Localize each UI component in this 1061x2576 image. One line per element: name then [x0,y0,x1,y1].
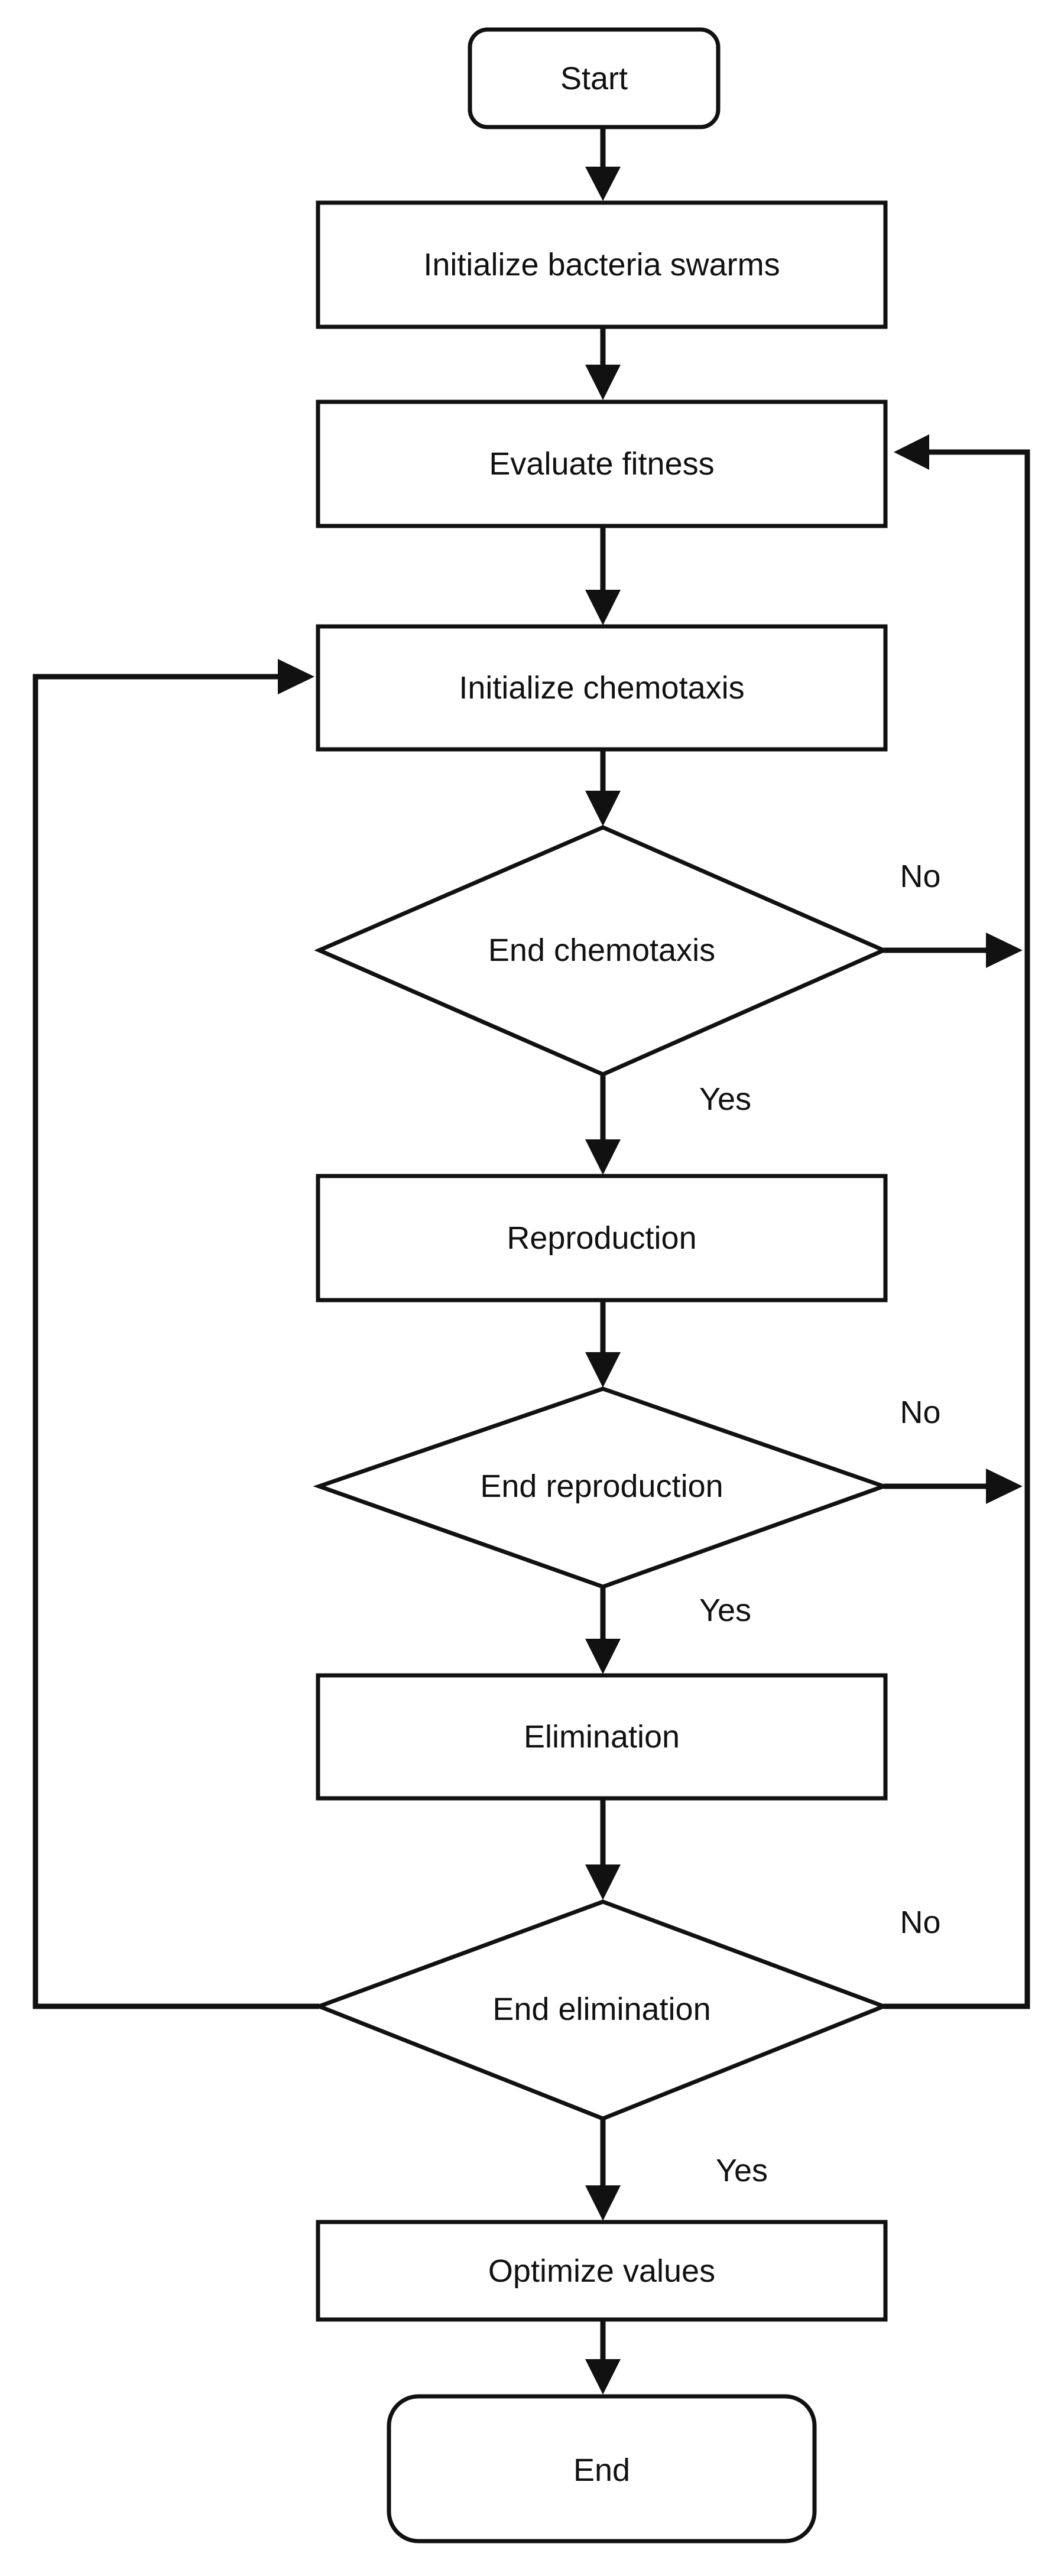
node-end[interactable]: End [387,2394,817,2543]
node-init-swarms[interactable]: Initialize bacteria swarms [316,200,888,329]
label-chemotaxis-yes: Yes [699,1081,751,1117]
decision-shape [314,825,889,1077]
arrowhead [585,2185,621,2221]
node-label: Initialize chemotaxis [459,670,744,706]
decision-shape [313,1899,890,2121]
node-elimination[interactable]: Elimination [316,1673,888,1801]
arrowhead [585,1139,621,1175]
process-shape [316,624,888,752]
arrowhead [585,1352,621,1388]
node-label: Elimination [524,1719,680,1755]
process-shape [316,399,888,528]
node-label: Initialize bacteria swarms [423,247,780,282]
process-shape [316,200,888,329]
arrowhead [585,791,621,826]
node-init-chemotaxis[interactable]: Initialize chemotaxis [316,624,888,752]
label-elimination-yes: Yes [716,2153,768,2188]
arrowhead [986,1469,1023,1504]
decision-shape [313,1386,890,1589]
label-chemotaxis-no: No [900,859,940,894]
arrowhead [585,1864,621,1900]
connectors [33,127,1030,2395]
node-label: End elimination [492,1992,710,2027]
node-reproduction[interactable]: Reproduction [316,1174,888,1302]
arrowhead [278,659,314,694]
process-shape [316,1673,888,1801]
node-optimize-values[interactable]: Optimize values [316,2220,888,2322]
node-label: End chemotaxis [488,933,715,968]
node-label: Start [560,61,628,96]
arrowhead [894,434,929,470]
terminal-shape [468,27,721,129]
arrowhead [986,933,1023,968]
edge-end-elimination-no-loop [884,449,1030,2009]
arrowhead [585,1639,621,1674]
node-label: End [573,2452,630,2488]
process-shape [316,2220,888,2322]
node-label: Evaluate fitness [489,446,714,482]
node-end-chemotaxis[interactable]: End chemotaxis [314,825,889,1077]
process-shape [316,1174,888,1302]
node-end-reproduction[interactable]: End reproduction [313,1386,890,1589]
node-label: Reproduction [507,1220,696,1256]
edge-end-elimination-left-loop [33,674,319,2009]
label-reproduction-no: No [900,1395,940,1430]
node-end-elimination[interactable]: End elimination [313,1899,890,2121]
arrowhead [585,167,621,201]
arrowhead [585,365,621,400]
terminal-shape [387,2394,817,2543]
arrowhead [585,2359,621,2395]
node-start[interactable]: Start [468,27,721,129]
node-label: End reproduction [480,1469,723,1504]
label-elimination-no: No [900,1905,940,1940]
label-reproduction-yes: Yes [699,1593,751,1628]
arrowhead [585,590,621,625]
node-label: Optimize values [488,2253,715,2289]
node-evaluate-fitness[interactable]: Evaluate fitness [316,399,888,528]
